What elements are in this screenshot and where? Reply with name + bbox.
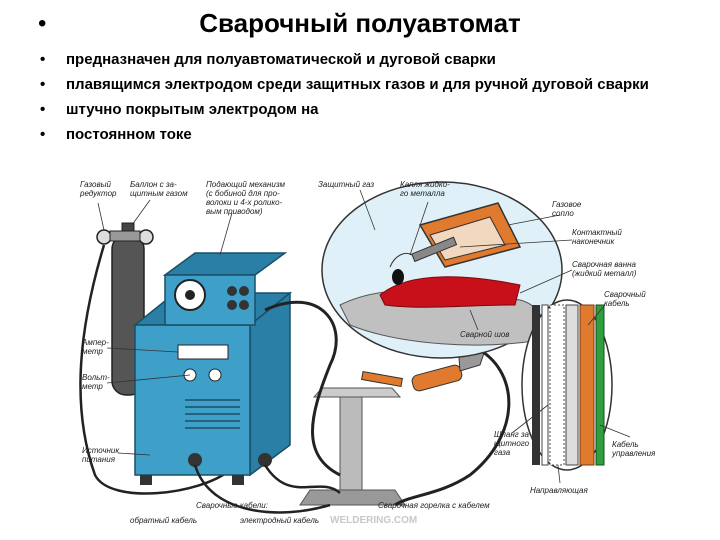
weld-pool-label: Сварочная ванна(жидкий металл) <box>572 260 637 278</box>
torch-cable <box>264 300 341 477</box>
bullet-mark: • <box>40 126 46 143</box>
gas-hose <box>79 244 231 495</box>
bullet-item: • постоянном токе <box>40 125 660 144</box>
watermark: WELDERING.COM <box>330 515 417 526</box>
bullet-mark: • <box>40 101 46 118</box>
welding-cables-label: Сварочные кабели: <box>196 501 268 510</box>
feed-mechanism-label: Подающий механизм(с бобиной для про-воло… <box>206 180 285 216</box>
bullet-text: предназначен для полуавтоматической и ду… <box>66 51 496 68</box>
weld-seam-label: Сварной шов <box>460 330 509 339</box>
bullet-mark: • <box>40 76 46 93</box>
gas-cylinder-label: Баллон с за-щитным газом <box>130 180 188 198</box>
torch-hose <box>394 348 511 507</box>
return-cable-label: обратный кабель <box>130 516 197 525</box>
voltmeter-label: Вольт-метр <box>82 373 110 391</box>
bullet-text: плавящимся электродом среди защитных газ… <box>66 76 649 93</box>
electrode-cable-label: электродный кабель <box>240 516 319 525</box>
bullet-mark: • <box>40 51 46 68</box>
bullet-item: • предназначен для полуавтоматической и … <box>40 50 660 69</box>
work-stand <box>299 387 406 506</box>
weld-zone-detail <box>321 181 563 359</box>
guide-label: Направляющая <box>530 486 588 495</box>
bullet-item: • штучно покрытым электродом на <box>40 100 660 119</box>
electrode-cable <box>263 464 341 494</box>
return-cable <box>193 464 331 514</box>
bullet-list: • предназначен для полуавтоматической и … <box>40 50 660 150</box>
ammeter-label: Ампер-метр <box>81 338 109 356</box>
page-title: Сварочный полуавтомат <box>199 8 521 38</box>
title-bullet: • <box>38 10 47 37</box>
metal-drop-label: Капля жидко-го металла <box>400 180 450 198</box>
shield-gas-label: Защитный газ <box>318 180 374 189</box>
cable-cross-section <box>521 299 613 471</box>
gas-reducer <box>96 229 154 245</box>
welding-torch-label: Сварочная горелка с кабелем <box>378 501 490 510</box>
bullet-text: постоянном токе <box>66 126 192 143</box>
bullet-item: • плавящимся электродом среди защитных г… <box>40 75 660 94</box>
bullet-text: штучно покрытым электродом на <box>66 101 319 118</box>
feed-mechanism <box>162 252 288 326</box>
